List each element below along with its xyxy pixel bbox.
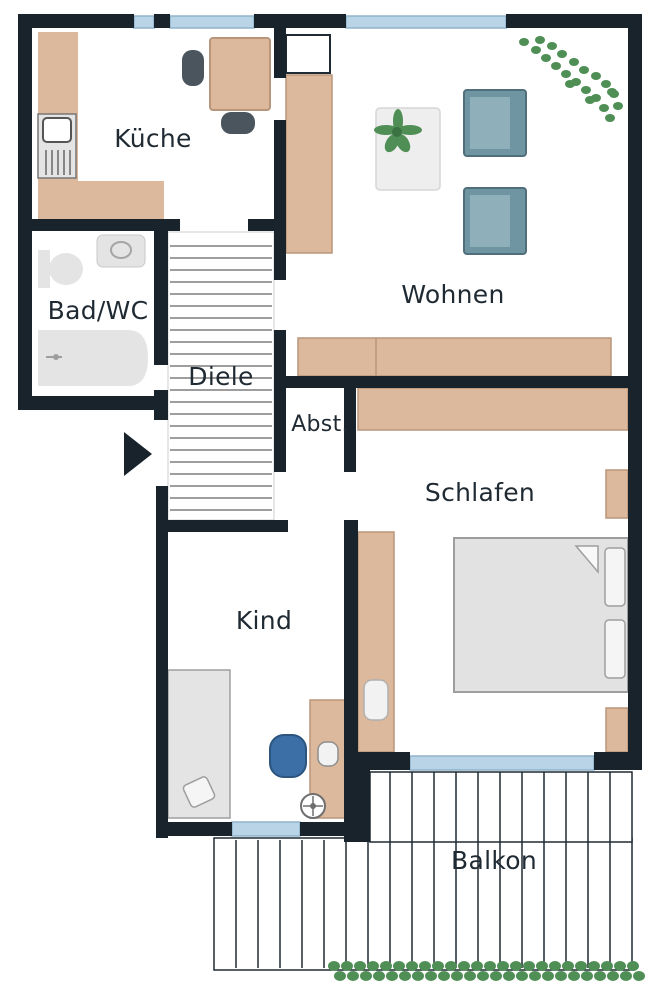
leaf (529, 971, 541, 981)
balcony-area (213, 771, 633, 971)
leaf (569, 58, 579, 66)
leaf (412, 971, 424, 981)
leaf (490, 971, 502, 981)
leaf (341, 961, 353, 971)
leaf (535, 36, 545, 44)
leaf (599, 104, 609, 112)
leaf (380, 961, 392, 971)
leaf (399, 971, 411, 981)
leaf (503, 971, 515, 981)
leaf (373, 971, 385, 981)
room-label-schlafen: Schlafen (425, 478, 535, 507)
leaf (551, 62, 561, 70)
leaf (613, 102, 623, 110)
leaf (464, 971, 476, 981)
chair-icon (182, 50, 255, 134)
leaf (555, 971, 567, 981)
leaf (393, 961, 405, 971)
leaf (451, 971, 463, 981)
room-label-kind: Kind (236, 606, 292, 635)
leaf (477, 971, 489, 981)
leaf (601, 80, 611, 88)
leaf (594, 971, 606, 981)
leaf (510, 961, 522, 971)
leaf (367, 961, 379, 971)
leaf (620, 971, 632, 981)
leaf (445, 961, 457, 971)
leaf (458, 961, 470, 971)
leaf (523, 961, 535, 971)
bedroom-wardrobe (357, 387, 629, 431)
leaf (562, 961, 574, 971)
sink-icon (42, 117, 72, 175)
leaf (581, 86, 591, 94)
room-label-bad: Bad/WC (48, 296, 149, 325)
plant-icon (328, 961, 645, 981)
leaf (432, 961, 444, 971)
leaf (519, 38, 529, 46)
leaf (607, 88, 617, 96)
room-label-wohnen: Wohnen (401, 280, 504, 309)
room-label-diele: Diele (188, 362, 253, 391)
toilet-icon (38, 250, 83, 288)
leaf (471, 961, 483, 971)
leaf (360, 971, 372, 981)
bedroom-furniture (357, 469, 629, 753)
leaf (633, 971, 645, 981)
leaf (328, 961, 340, 971)
leaf (561, 70, 571, 78)
room-label-balkon: Balkon (451, 846, 537, 875)
toy-ball-icon (300, 793, 326, 819)
leaf (614, 961, 626, 971)
leaf (406, 961, 418, 971)
leaf (607, 971, 619, 981)
leaf (516, 971, 528, 981)
bathtub-icon (38, 330, 148, 386)
leaf (605, 114, 615, 122)
leaf (601, 961, 613, 971)
leaf (549, 961, 561, 971)
bathroom-fixtures (38, 234, 148, 386)
leaf (541, 54, 551, 62)
leaf (497, 961, 509, 971)
leaf (419, 961, 431, 971)
leaf (484, 961, 496, 971)
leaf (354, 961, 366, 971)
chair-icon (269, 734, 307, 778)
room-label-kueche: Küche (114, 124, 191, 153)
leaf (579, 66, 589, 74)
leaf (438, 971, 450, 981)
kid-furniture (167, 669, 347, 819)
balcony-slats (235, 772, 611, 968)
plant-icon (374, 109, 422, 153)
kitchen-table (209, 37, 271, 111)
leaf (536, 961, 548, 971)
leaf (627, 961, 639, 971)
leaf (575, 961, 587, 971)
staircase-icon (167, 231, 275, 521)
walls (18, 14, 642, 842)
leaf (386, 971, 398, 981)
leaf (565, 80, 575, 88)
leaf (581, 971, 593, 981)
leaf (425, 971, 437, 981)
entrance-arrow-icon (124, 432, 152, 476)
room-label-abst: Abst. (291, 412, 349, 437)
leaf (334, 971, 346, 981)
leaf (568, 971, 580, 981)
leaf (542, 971, 554, 981)
room-labels: Küche Wohnen Bad/WC Diele Abst. Schlafen… (48, 124, 537, 875)
sink-icon (96, 234, 146, 268)
leaf (547, 42, 557, 50)
double-bed-icon (453, 537, 629, 693)
leaf (585, 96, 595, 104)
leaf (347, 971, 359, 981)
leaf (531, 46, 541, 54)
plant-icon (519, 36, 623, 122)
armchair-icon (463, 89, 527, 255)
leaf (557, 50, 567, 58)
leaf (588, 961, 600, 971)
leaf (591, 72, 601, 80)
